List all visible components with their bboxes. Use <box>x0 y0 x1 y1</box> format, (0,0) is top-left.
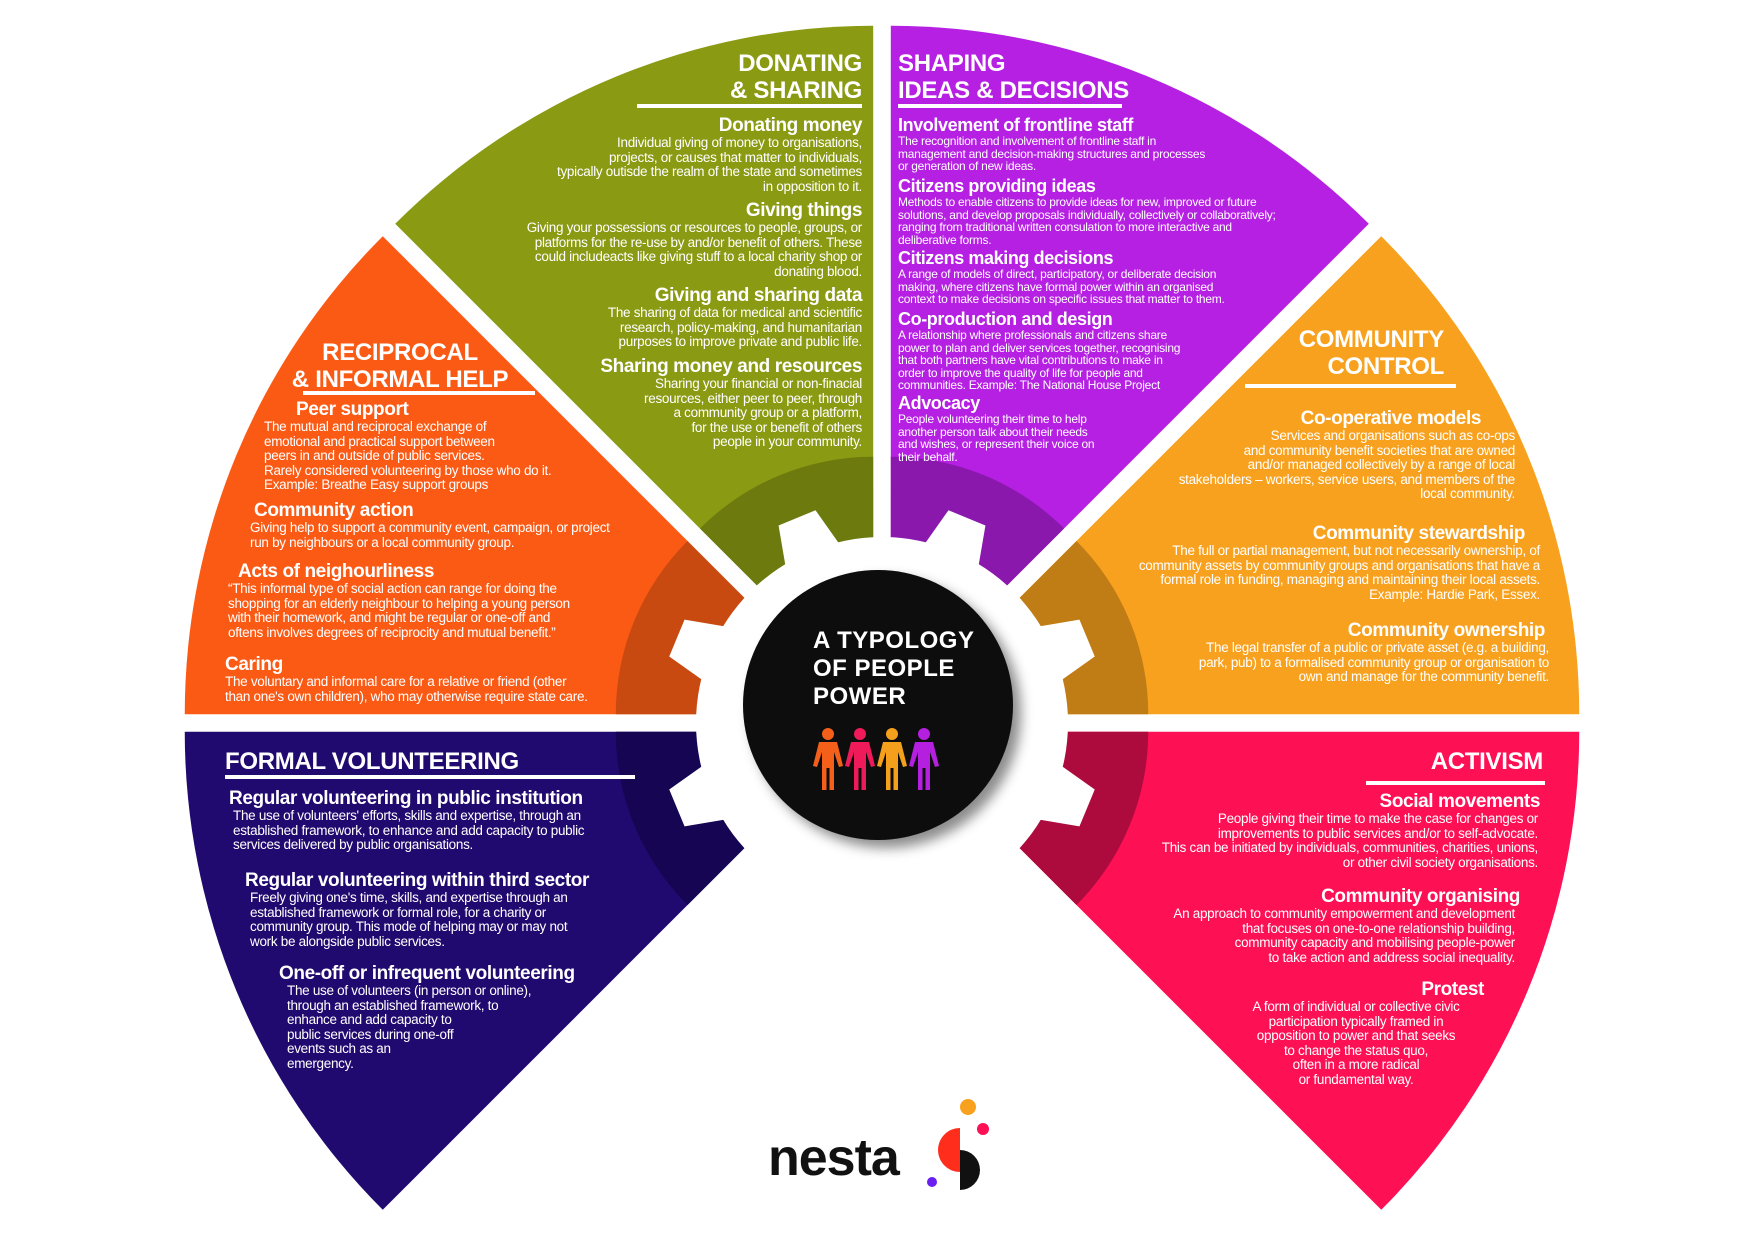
formal-title: FORMAL VOLUNTEERING <box>225 748 519 775</box>
item-description: People giving their time to make the cas… <box>1161 811 1539 870</box>
item-description: Methods to enable citizens to provide id… <box>898 195 1276 247</box>
item-description: The use of volunteers (in person or onli… <box>287 983 532 1071</box>
item-heading: Co-production and design <box>898 309 1113 329</box>
reciprocal-title: RECIPROCAL & INFORMAL HELP <box>291 339 509 393</box>
item-description: The voluntary and informal care for a re… <box>225 674 588 704</box>
item-description: The sharing of data for medical and scie… <box>607 305 862 350</box>
item-description: Giving your possessions or resources to … <box>526 220 863 279</box>
shaping-title-underline <box>898 104 1122 108</box>
people-icon <box>813 728 939 790</box>
item-heading: Community stewardship <box>1312 523 1526 544</box>
item-heading: One-off or infrequent volunteering <box>279 963 575 984</box>
item-heading: Sharing money and resources <box>600 356 862 377</box>
nesta-logo-mark-icon <box>927 1099 989 1190</box>
shaping-title: SHAPING IDEAS & DECISIONS <box>898 50 1129 104</box>
item-description: Giving help to support a community event… <box>250 520 610 550</box>
item-description: Sharing your financial or non-finacial r… <box>644 376 862 450</box>
person-icon <box>909 728 939 790</box>
item-heading: Co-operative models <box>1300 408 1482 429</box>
center-circle <box>743 570 1013 840</box>
community-title: COMMUNITY CONTROL <box>1298 326 1445 380</box>
nesta-logo-text: nesta <box>768 1129 900 1187</box>
item-heading: Community ownership <box>1347 620 1546 641</box>
item-heading: Advocacy <box>898 393 980 413</box>
item-heading: Peer support <box>296 399 409 420</box>
item-heading: Acts of neighourliness <box>238 561 435 582</box>
donating-title-underline <box>637 104 862 108</box>
reciprocal-item: Acts of neighourliness“This informal typ… <box>228 561 570 640</box>
item-description: A relationship where professionals and c… <box>898 328 1181 393</box>
item-heading: Involvement of frontline staff <box>898 115 1134 135</box>
formal-item: Regular volunteering within third sector… <box>245 870 589 949</box>
item-heading: Regular volunteering in public instituti… <box>229 788 583 809</box>
item-description: The legal transfer of a public or privat… <box>1198 640 1549 685</box>
activism-title-underline <box>1366 781 1545 785</box>
item-heading: Giving things <box>745 200 863 221</box>
item-description: The full or partial management, but not … <box>1138 543 1540 602</box>
formal-title-underline <box>225 775 635 779</box>
person-icon <box>813 728 843 790</box>
item-heading: Community organising <box>1321 886 1520 907</box>
community-title-underline <box>1245 384 1456 388</box>
center-title: A TYPOLOGY OF PEOPLE POWER <box>813 627 975 710</box>
item-description: A range of models of direct, participato… <box>898 267 1225 307</box>
person-icon <box>845 728 875 790</box>
item-description: People volunteering their time to help a… <box>898 412 1095 464</box>
item-description: Individual giving of money to organisati… <box>557 135 862 194</box>
item-heading: Citizens providing ideas <box>898 176 1096 196</box>
item-description: “This informal type of social action can… <box>228 581 570 640</box>
item-description: A form of individual or collective civic… <box>1252 999 1460 1087</box>
item-description: The mutual and reciprocal exchange of em… <box>264 419 552 493</box>
item-description: Freely giving one's time, skills, and ex… <box>250 890 568 949</box>
item-description: An approach to community empowerment and… <box>1173 906 1515 965</box>
reciprocal-title-underline <box>303 391 535 395</box>
item-description: Services and organisations such as co-op… <box>1178 428 1516 502</box>
person-icon <box>877 728 907 790</box>
formal-item: Regular volunteering in public instituti… <box>229 788 585 853</box>
item-heading: Protest <box>1421 979 1484 1000</box>
item-heading: Regular volunteering within third sector <box>245 870 589 891</box>
activism-title: ACTIVISM <box>1430 748 1544 775</box>
item-heading: Citizens making decisions <box>898 248 1114 268</box>
item-heading: Community action <box>254 500 414 521</box>
donating-title: DONATING & SHARING <box>730 50 862 104</box>
item-heading: Social movements <box>1379 791 1541 812</box>
item-heading: Donating money <box>718 115 863 136</box>
item-description: The recognition and involvement of front… <box>898 134 1206 174</box>
item-heading: Caring <box>225 654 283 675</box>
item-heading: Giving and sharing data <box>654 285 863 306</box>
item-description: The use of volunteers' efforts, skills a… <box>233 808 585 853</box>
